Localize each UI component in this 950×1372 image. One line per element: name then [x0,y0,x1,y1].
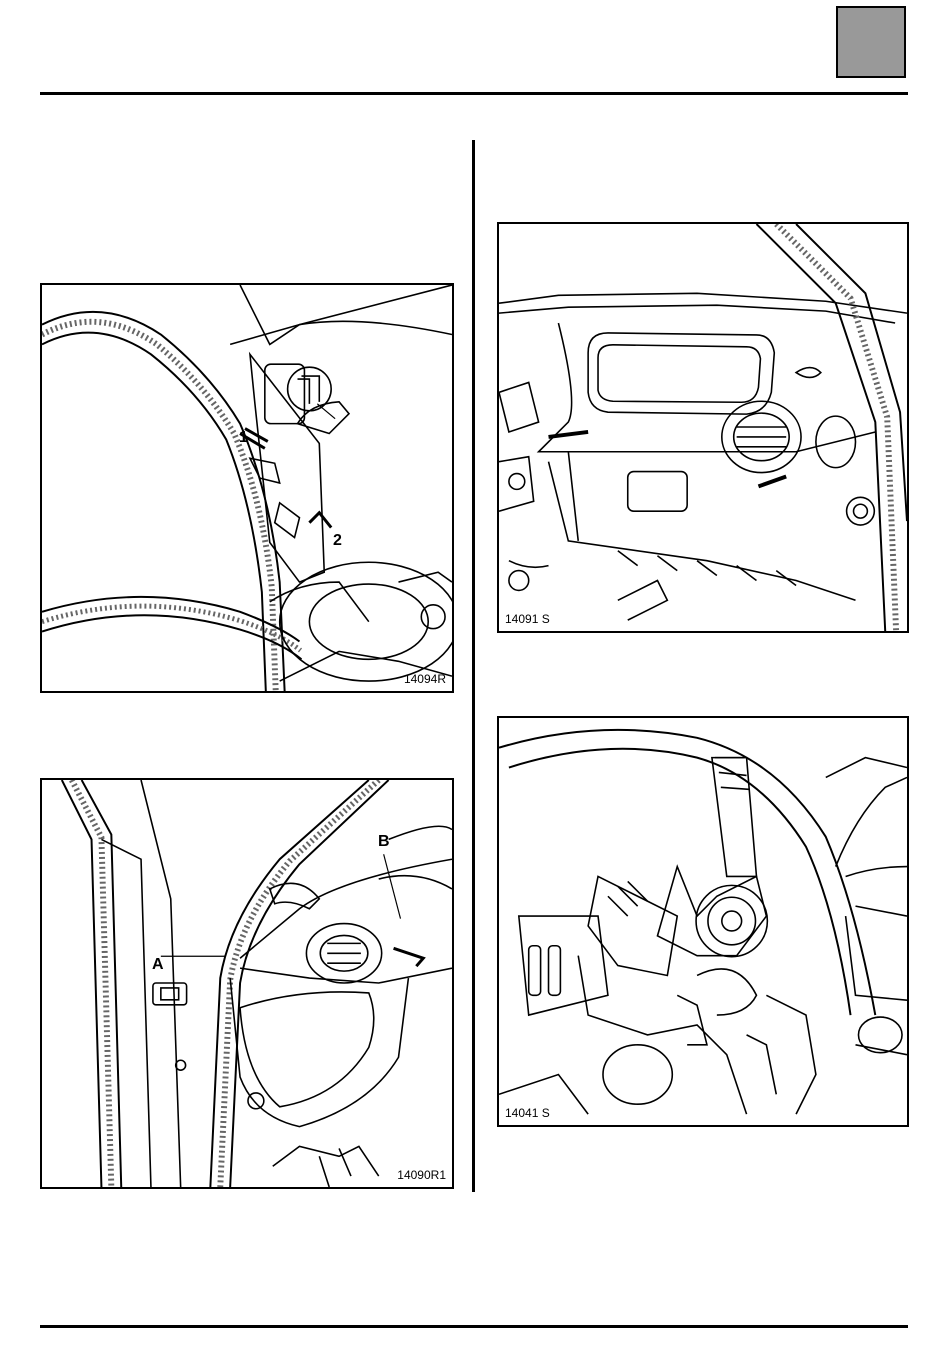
steering-column-illustration [499,718,907,1125]
callout-b: B [378,833,390,851]
dashboard-glovebox-illustration [499,224,907,631]
figure-reference: 14041 S [505,1106,550,1120]
figure-reference: 14091 S [505,612,550,626]
pillar-trim-illustration [42,285,452,691]
callout-2: 2 [333,532,342,550]
figure-steering-column: 14041 S [497,716,909,1127]
figure-dashboard-side: A B 14090R1 [40,778,454,1189]
callout-a: A [152,956,164,974]
dashboard-side-illustration [42,780,452,1187]
column-divider [472,140,475,1192]
header-rule [40,92,908,95]
figure-reference: 14094R [404,672,446,686]
callout-1: 1 [239,429,248,447]
figure-dashboard-glovebox: 14091 S [497,222,909,633]
figure-reference: 14090R1 [397,1168,446,1182]
figure-pillar-trim: 1 2 14094R [40,283,454,693]
section-tab-marker [836,6,906,78]
footer-rule [40,1325,908,1328]
